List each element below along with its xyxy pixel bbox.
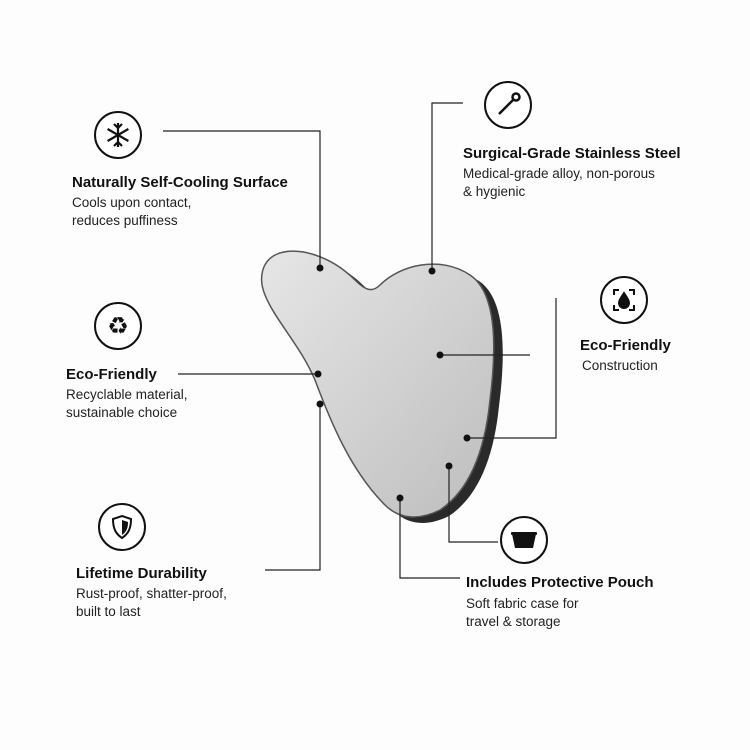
feature-desc: Cools upon contact,: [72, 195, 192, 210]
svg-text:♻: ♻: [107, 313, 129, 340]
feature-desc: reduces puffiness: [72, 213, 178, 228]
callout-lines: [163, 102, 557, 579]
feature-title: Eco-Friendly: [580, 337, 671, 354]
water-drop-frame-icon: [600, 276, 648, 324]
feature-desc: built to last: [76, 604, 141, 619]
feature-desc: Soft fabric case for: [466, 596, 579, 611]
feature-desc: sustainable choice: [66, 405, 178, 420]
feature-desc: & hygienic: [463, 184, 526, 199]
recycle-icon: ♻: [94, 302, 142, 350]
feature-title: Lifetime Durability: [76, 565, 207, 582]
feature-desc: Rust-proof, shatter-proof,: [76, 586, 227, 601]
pouch-icon: [500, 516, 548, 564]
callout-dots: [314, 264, 471, 502]
feature-desc: Medical-grade alloy, non-porous: [463, 166, 655, 181]
feature-title: Eco-Friendly: [66, 366, 157, 383]
feature-desc: Recyclable material,: [66, 387, 188, 402]
shield-icon: [98, 503, 146, 551]
pin-icon: [484, 81, 532, 129]
feature-title: Naturally Self-Cooling Surface: [72, 174, 288, 191]
feature-title: Surgical-Grade Stainless Steel: [463, 145, 681, 162]
feature-desc: travel & storage: [466, 614, 561, 629]
feature-desc: Construction: [582, 358, 658, 373]
gua-sha-stone: [260, 250, 495, 518]
feature-title: Includes Protective Pouch: [466, 574, 654, 591]
snowflake-icon: [94, 111, 142, 159]
